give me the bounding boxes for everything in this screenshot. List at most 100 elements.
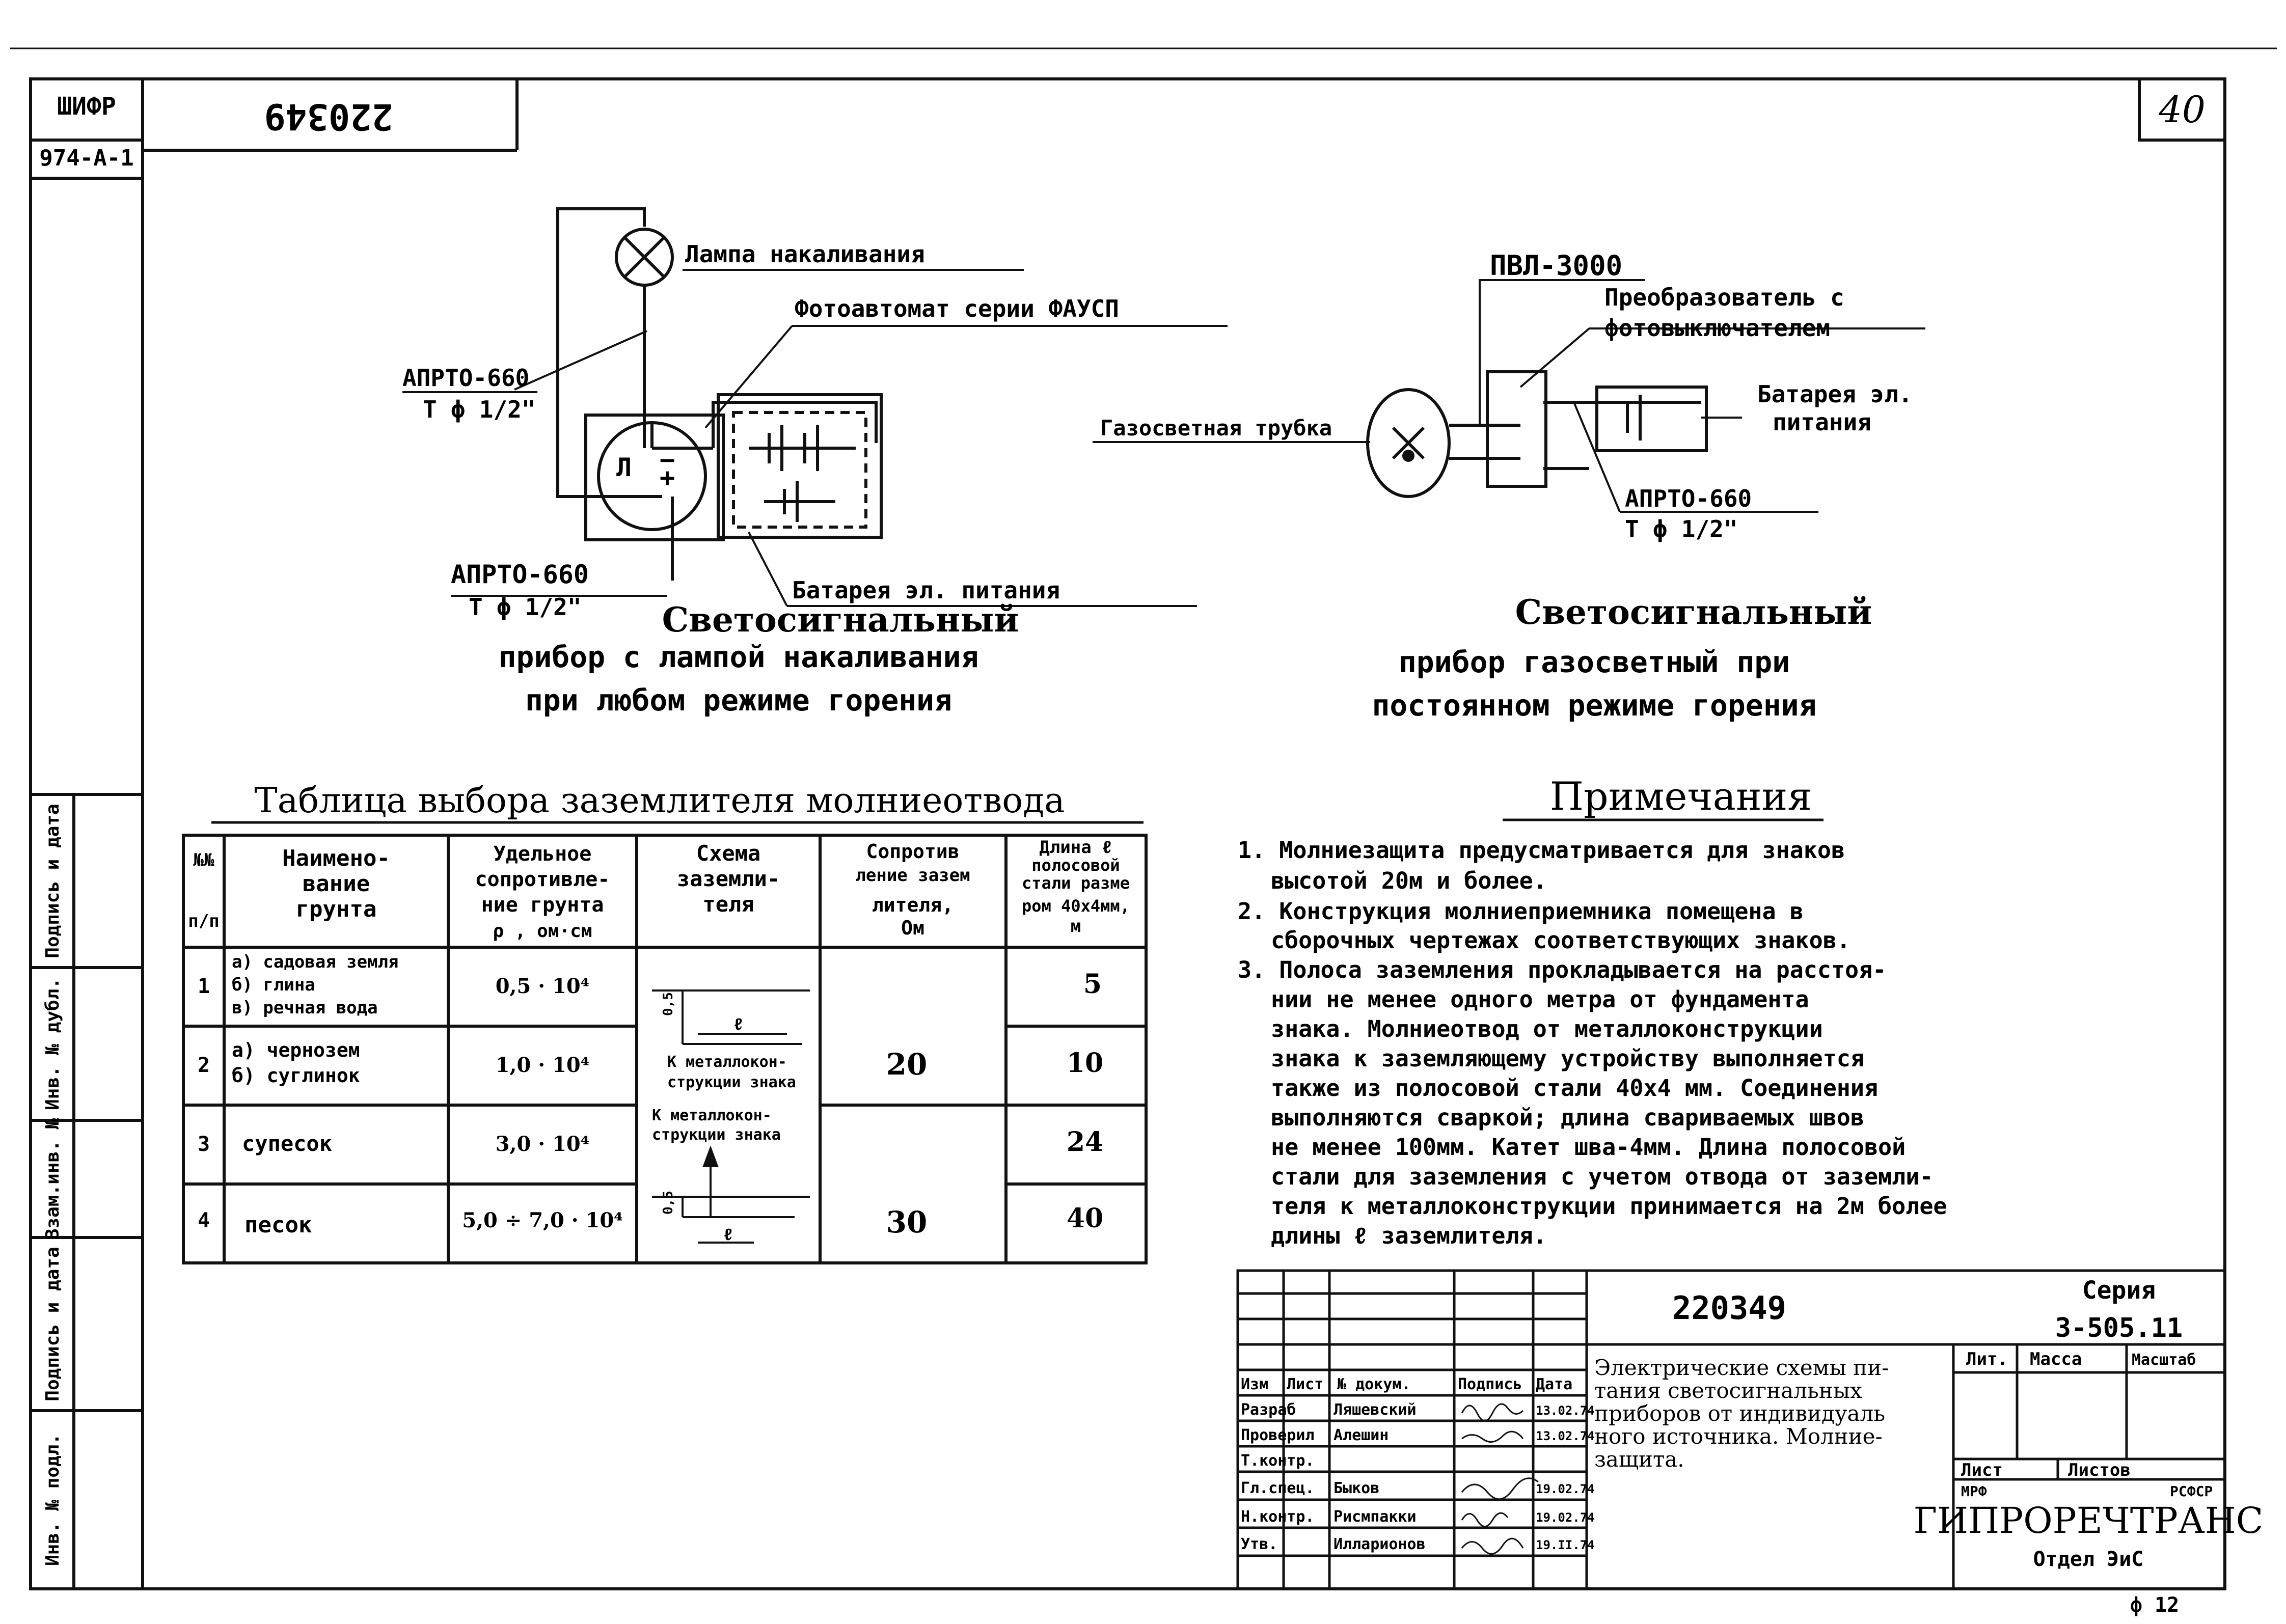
format-label: ф 12 — [2130, 1593, 2179, 1617]
row1-len: 5 — [1083, 969, 1102, 1000]
role-3: Т.контр. — [1241, 1452, 1315, 1470]
name-4: Быков — [1334, 1479, 1379, 1497]
row3-rho: 3,0 · 10⁴ — [496, 1132, 590, 1156]
side-label-1: Инв. № подл. — [42, 1434, 63, 1566]
title-block: 220349 Серия 3-505.11 Электрические схем… — [1236, 1269, 2264, 1617]
th-soil-2: вание — [303, 871, 370, 897]
scheme-note-a2: струкции знака — [667, 1074, 796, 1091]
th-num-1: №№ — [194, 850, 214, 870]
note-line-14: длины ℓ заземлителя. — [1271, 1222, 1547, 1249]
grounding-scheme-sketch — [652, 989, 810, 1244]
th-rho-4: ρ , ом·см — [493, 921, 592, 942]
org-name: ГИПРОРЕЧТРАНС — [1914, 1500, 2264, 1542]
photo-automat-box — [584, 414, 725, 541]
row3-len: 24 — [1067, 1126, 1103, 1158]
th-res-2: ление зазем — [855, 865, 970, 886]
th-len-1: Длина ℓ — [1039, 837, 1112, 858]
lamp-label: Лампа накаливания — [685, 240, 925, 268]
desc-line-5: защита. — [1594, 1447, 1684, 1472]
desc-line-1: Электрические схемы пи- — [1594, 1355, 1889, 1380]
row2-soil-a: а) чернозем — [232, 1039, 360, 1061]
note-line-2: высотой 20м и более. — [1271, 867, 1547, 894]
th-len-2: полосовой — [1031, 856, 1120, 875]
row4-len: 40 — [1067, 1203, 1103, 1234]
doc-number: 220349 — [1672, 1289, 1786, 1327]
note-line-11: не менее 100мм. Катет шва-4мм. Длина пол… — [1271, 1134, 1906, 1161]
note-line-8: знака к заземляющему устройству выполняе… — [1271, 1045, 1864, 1072]
right-circuit-labels: ПВЛ-3000 Преобразователь с фотовыключате… — [1100, 250, 1913, 723]
th-len-4: ром 40х4мм, — [1022, 896, 1130, 916]
scheme-note-b1: К металлокон- — [652, 1107, 772, 1124]
col-doc: № докум. — [1337, 1375, 1411, 1393]
battery-label-right-b: питания — [1773, 408, 1871, 436]
th-num-2: п/п — [188, 911, 219, 931]
row3-soil-a: супесок — [242, 1131, 332, 1156]
right-caption-2: прибор газосветный при — [1399, 645, 1790, 679]
th-len-5: м — [1071, 916, 1081, 937]
th-res-4: Ом — [901, 917, 924, 939]
left-caption-3: при любом режиме горения — [525, 683, 952, 718]
date-2: 13.02.74 — [1536, 1429, 1595, 1443]
dept-name: Отдел ЭиС — [2033, 1548, 2144, 1571]
series-value: 3-505.11 — [2055, 1313, 2183, 1343]
th-scheme-3: теля — [702, 892, 754, 917]
note-line-5: 3. Полоса заземления прокладывается на р… — [1238, 956, 1886, 983]
signatures — [1461, 1403, 1539, 1555]
row1-rho: 0,5 · 10⁴ — [496, 974, 590, 998]
top-number: 220349 — [264, 96, 393, 137]
th-soil-1: Наимено- — [282, 845, 390, 871]
col-list: Лист — [1287, 1375, 1323, 1393]
aprto-right-a: АПРТО-660 — [1625, 485, 1752, 512]
th-rho-1: Удельное — [494, 842, 592, 866]
role-1: Разраб — [1241, 1401, 1296, 1419]
th-scheme-1: Схема — [696, 841, 760, 866]
lit-label: Лит. — [1966, 1349, 2008, 1369]
socket-minus: − — [660, 445, 675, 475]
right-circuit — [1093, 279, 1925, 513]
th-res-1: Сопротив — [866, 840, 959, 863]
row1-soil-b: б) глина — [232, 975, 315, 995]
th-rho-2: сопротивле- — [475, 868, 610, 891]
sheet-label: Лист — [1961, 1460, 2003, 1480]
date-6: 19.II.74 — [1536, 1538, 1595, 1552]
side-label-5: Подпись и дата — [42, 804, 63, 958]
shifr-label: ШИФР — [57, 92, 116, 121]
resistance-b: 30 — [886, 1205, 928, 1240]
date-5: 19.02.74 — [1536, 1510, 1595, 1525]
note-line-3: 2. Конструкция молниеприемника помещена … — [1238, 898, 1804, 925]
scheme-dim-a: 0,5 — [661, 992, 676, 1016]
aprto-right-b: Т ϕ 1/2" — [1625, 515, 1738, 543]
note-line-12: стали для заземления с учетом отвода от … — [1271, 1163, 1933, 1190]
grounding-table: Таблица выбора заземлителя молниеотвода — [182, 781, 1148, 1264]
battery-box-right — [1595, 386, 1708, 452]
row1-soil-a: а) садовая земля — [232, 952, 399, 972]
notes-section: Примечания 1. Молниезащита предусматрива… — [1238, 774, 1947, 1249]
name-5: Рисмпакки — [1334, 1508, 1417, 1526]
desc-line-2: тания светосигнальных — [1594, 1378, 1862, 1403]
side-label-3: Взам.инв. № — [42, 1118, 63, 1240]
aprto-top-a: АПРТО-660 — [402, 364, 529, 392]
pvl-label: ПВЛ-3000 — [1490, 250, 1622, 282]
note-line-6: нии не менее одного метра от фундамента — [1271, 986, 1809, 1013]
sheet-number: 40 — [2158, 88, 2206, 131]
aprto-bot-b: Т ϕ 1/2" — [469, 593, 582, 621]
side-label-4: Инв. № дубл. — [42, 978, 63, 1110]
resistance-a: 20 — [886, 1047, 928, 1082]
note-line-4: сборочных чертежах соответствующих знако… — [1271, 927, 1850, 954]
date-4: 19.02.74 — [1536, 1482, 1595, 1496]
photo-automat-label: Фотоавтомат серии ФАУСП — [795, 295, 1119, 322]
battery-box-left — [717, 393, 883, 539]
row4-soil-a: песок — [244, 1212, 312, 1238]
row2-soil-b: б) суглинок — [232, 1064, 360, 1087]
th-soil-3: грунта — [296, 896, 377, 922]
name-6: Илларионов — [1334, 1535, 1426, 1553]
desc-line-3: приборов от индивидуаль — [1594, 1401, 1885, 1426]
th-scheme-2: заземли- — [677, 866, 780, 891]
col-izm: Изм — [1241, 1375, 1268, 1393]
battery-label-right-a: Батарея эл. — [1757, 380, 1913, 408]
name-1: Ляшевский — [1334, 1401, 1417, 1419]
converter-label-a: Преобразователь с — [1604, 284, 1844, 311]
note-line-7: знака. Молниеотвод от металлоконструкции — [1271, 1015, 1823, 1042]
